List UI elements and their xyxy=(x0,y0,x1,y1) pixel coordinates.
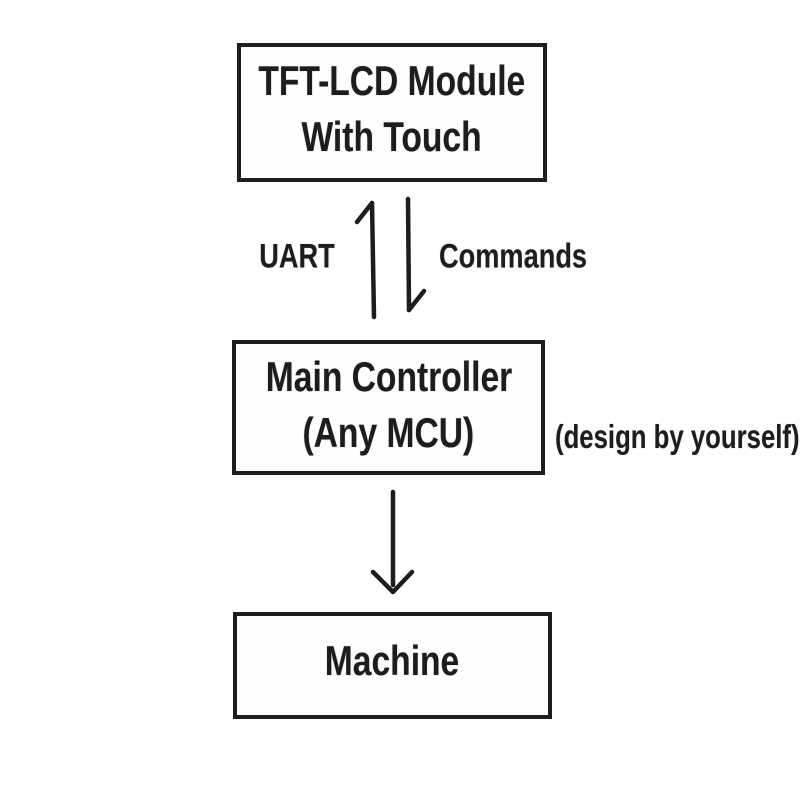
uart-up-arrow xyxy=(354,200,377,320)
node-main-controller: Main Controller (Any MCU) xyxy=(232,340,545,475)
design-by-yourself-annotation: (design by yourself) xyxy=(555,418,800,455)
uart-up-arrow-shaft xyxy=(369,200,377,320)
commands-down-arrow-shaft xyxy=(405,196,412,313)
node-machine-line1: Machine xyxy=(325,636,460,684)
controller-to-machine-arrow-head xyxy=(370,569,415,595)
node-tft-lcd-module: TFT-LCD Module With Touch xyxy=(237,43,547,182)
commands-down-arrow xyxy=(405,196,427,313)
node-tft-lcd-module-line2: With Touch xyxy=(301,112,483,160)
node-machine: Machine xyxy=(233,612,552,719)
commands-edge-label: Commands xyxy=(438,237,588,276)
node-tft-lcd-module-line1: TFT-LCD Module xyxy=(258,56,526,104)
controller-to-machine-arrow xyxy=(370,489,415,595)
node-main-controller-line2: (Any MCU) xyxy=(302,408,475,456)
uart-edge-label: UART xyxy=(259,237,335,276)
node-main-controller-line1: Main Controller xyxy=(265,352,512,400)
commands-down-arrow-head xyxy=(406,288,427,313)
uart-up-arrow-head xyxy=(354,200,375,225)
